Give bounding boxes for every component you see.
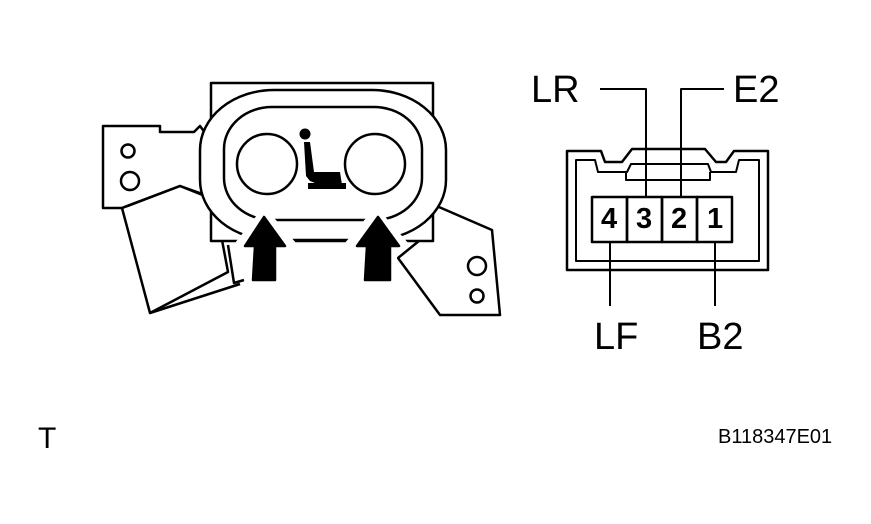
connector-body: [565, 147, 770, 272]
corner-mark: T: [38, 422, 57, 455]
pin-number-3: 3: [636, 203, 653, 235]
switch-housing: [198, 81, 448, 243]
bracket-hole-large: [466, 255, 488, 277]
terminal-label-b2: B2: [697, 316, 744, 358]
switch-button-left: [235, 132, 299, 196]
press-arrow-left: [235, 208, 296, 286]
bracket-hole-small: [120, 143, 136, 159]
bracket-hole-small: [469, 288, 485, 304]
left-mounting-bracket: [101, 124, 216, 210]
switch-button-right: [343, 132, 407, 196]
leader-lines: [600, 88, 724, 306]
figure-code: B118347E01: [718, 426, 833, 448]
pin-number-4: 4: [601, 203, 618, 235]
bracket-hole-large: [119, 170, 141, 192]
terminal-label-lr: LR: [531, 69, 580, 111]
pin-number-1: 1: [707, 203, 724, 235]
pin-number-2: 2: [671, 203, 688, 235]
terminal-label-lf: LF: [594, 316, 639, 358]
terminal-label-e2: E2: [733, 69, 780, 111]
press-arrow-right: [345, 208, 408, 286]
seat-icon: [299, 128, 346, 189]
